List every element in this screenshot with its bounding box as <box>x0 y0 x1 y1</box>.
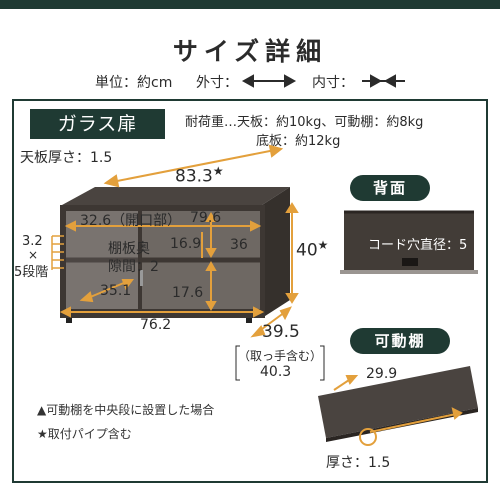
inner-width-total-label: 76.2 <box>140 317 172 333</box>
detail-panel <box>12 99 488 483</box>
opening-width-label: 32.6（開口部） <box>80 213 182 229</box>
shelf-gap-label: 隙間：2 <box>108 259 159 275</box>
inner-dimension-label: 内寸： <box>312 75 354 91</box>
step-label-1: 3.2 <box>22 234 43 249</box>
cabinet-width-label: 83.3★ <box>175 164 224 187</box>
shelf-thickness-label: 厚さ：1.5 <box>326 455 391 471</box>
inner-width-top-label: 79.6 <box>190 210 222 226</box>
shelf-depth-value: 16.9 <box>170 236 202 252</box>
step-label-3: 5段階 <box>14 265 49 280</box>
inner-height-bottom-label: 17.6 <box>172 285 204 301</box>
cabinet-depth-label: 39.5 <box>262 322 300 342</box>
back-panel-label: 背面 <box>350 175 430 201</box>
inner-width-bottom-label: 35.1 <box>100 283 132 299</box>
cabinet-height-value: 40 <box>296 240 318 261</box>
top-accent-bar <box>0 0 500 9</box>
step-label-2: × <box>28 248 39 262</box>
outer-dimension-label: 外寸： <box>196 75 238 91</box>
unit-label: 単位：約cm <box>95 75 173 91</box>
page-title: サイズ詳細 <box>172 37 328 66</box>
star-mark: ★ <box>212 164 224 178</box>
cabinet-width-value: 83.3 <box>175 166 213 187</box>
note-pipe-included: ★取付パイプ含む <box>37 427 132 441</box>
load-capacity-line2: 底板：約12kg <box>256 134 341 149</box>
star-mark: ★ <box>317 238 329 252</box>
shelf-depth-label: 棚板奥 <box>108 241 150 257</box>
depth-with-handle-value: 40.3 <box>260 364 292 380</box>
inner-height-top-label: 36 <box>230 237 248 253</box>
depth-with-handle-label: （取っ手含む） <box>238 349 323 363</box>
unit-arrows <box>241 74 405 88</box>
note-shelf-position: ▲可動棚を中央段に設置した場合 <box>37 403 215 417</box>
movable-shelf-label: 可動棚 <box>350 328 450 354</box>
shelf-depth-dimension: 29.9 <box>366 366 398 382</box>
top-thickness-label: 天板厚さ：1.5 <box>20 150 113 166</box>
section-tab-glass-door: ガラス扉 <box>30 109 165 139</box>
shelf-width-dimension: 76.1 <box>410 430 442 446</box>
load-capacity-line1: 耐荷重…天板：約10kg、可動棚：約8kg <box>185 115 424 130</box>
cabinet-height-label: 40★ <box>296 238 328 261</box>
cord-hole-label: コード穴直径：5 <box>368 238 468 253</box>
